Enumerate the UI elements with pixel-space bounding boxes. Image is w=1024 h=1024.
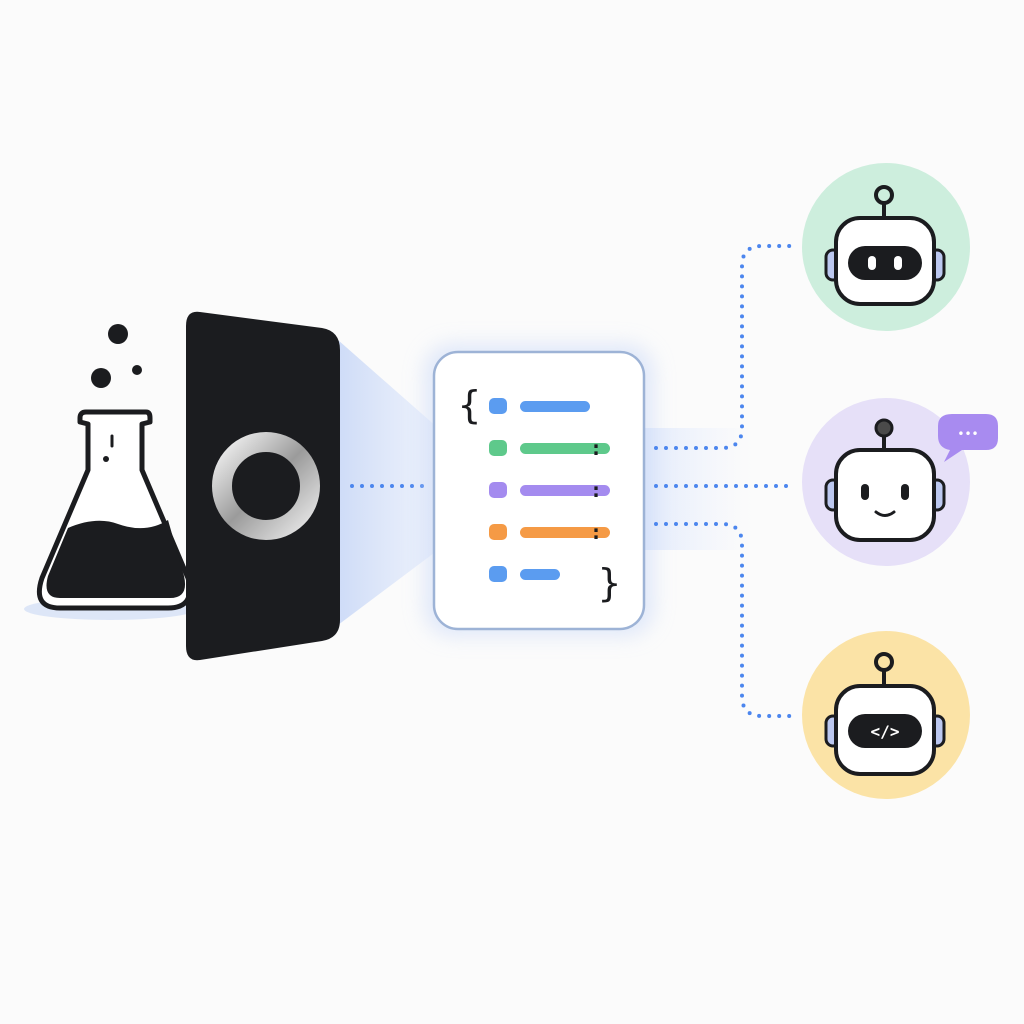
flask-bubble-inside (103, 456, 109, 462)
json-key-marker (489, 482, 507, 498)
connectors (654, 244, 796, 718)
json-value-bar (520, 569, 560, 580)
json-key-marker (489, 566, 507, 582)
code-tag-icon: </> (871, 722, 900, 741)
chat-bubble-icon (938, 414, 998, 462)
output-beam (644, 428, 754, 550)
json-key-marker (489, 440, 507, 456)
ring-portal-icon (186, 311, 340, 661)
json-separator: : (590, 478, 602, 502)
structured-data-icon: { } ::: (424, 344, 654, 636)
open-brace: { (458, 383, 481, 427)
robot-eye-right (894, 256, 902, 270)
robot-chat-icon: ••• (802, 398, 998, 566)
bubble-small (132, 365, 142, 375)
robot-eye-left (861, 484, 869, 500)
json-separator: : (590, 436, 602, 460)
json-key-marker (489, 524, 507, 540)
close-brace: } (598, 561, 621, 605)
antenna-ball (874, 652, 894, 672)
antenna-ball (874, 418, 894, 438)
robot-eye-left (868, 256, 876, 270)
flask-icon (36, 324, 193, 611)
chat-bubble-dots: ••• (957, 427, 978, 441)
json-key-marker (489, 398, 507, 414)
bubble-large (108, 324, 128, 344)
robot-visor (848, 714, 922, 748)
bubble-medium (91, 368, 111, 388)
portal-panel (186, 311, 340, 661)
json-value-bar (520, 401, 590, 412)
connector-robot-green (654, 244, 794, 450)
json-separator: : (590, 520, 602, 544)
json-value-bar (520, 443, 610, 454)
robot-head (834, 448, 936, 542)
robot-code-icon: </> (802, 631, 970, 799)
json-value-bar (520, 485, 610, 496)
json-value-bar (520, 527, 610, 538)
light-beam (338, 340, 438, 625)
robot-green (802, 163, 970, 331)
connector-robot-yellow (654, 522, 794, 718)
json-rows: ::: (489, 398, 610, 582)
robot-smile (874, 510, 896, 517)
antenna-ball (874, 185, 894, 205)
robot-visor (848, 246, 922, 280)
robot-eye-right (901, 484, 909, 500)
portal-ring (212, 432, 320, 540)
flask-liquid (46, 520, 186, 598)
